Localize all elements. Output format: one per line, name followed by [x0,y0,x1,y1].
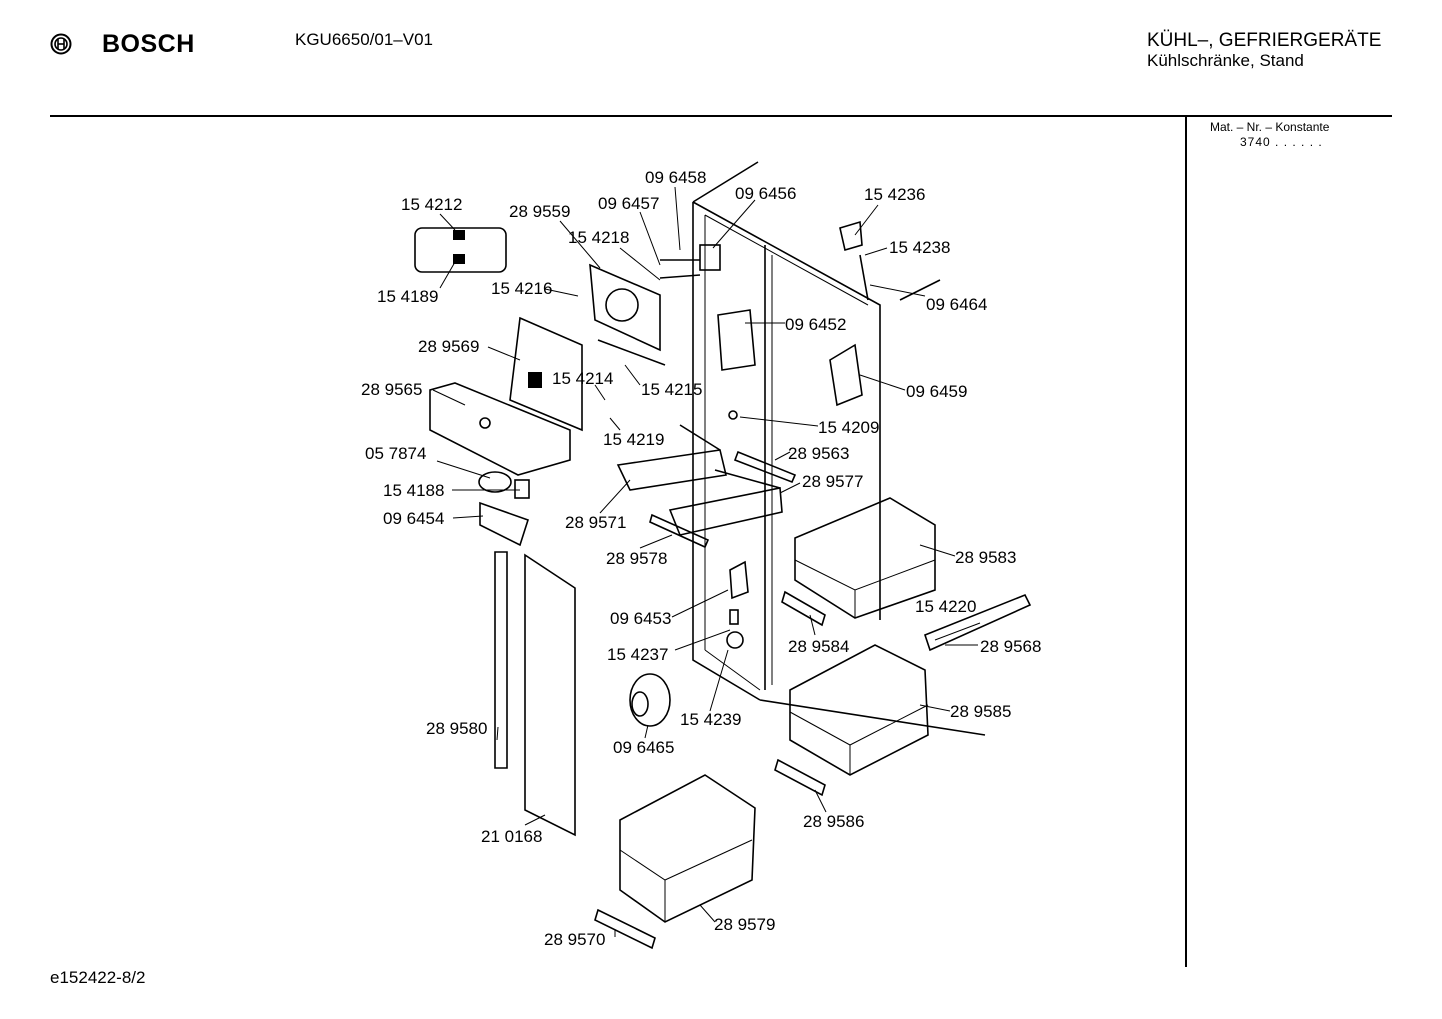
bosch-logo-icon [50,33,72,55]
part-label: 15 4216 [491,279,552,298]
sidebar-divider [1185,117,1187,967]
part-label: 09 6456 [735,184,796,203]
drawing-id: e152422-8/2 [50,968,146,987]
part-label: 28 9568 [980,637,1041,656]
part-label: 15 4219 [603,430,664,449]
part-label: 09 6465 [613,738,674,757]
part-label: 28 9586 [803,812,864,831]
part-label: 28 9559 [509,202,570,221]
part-label: 15 4239 [680,710,741,729]
part-label: 15 4215 [641,380,702,399]
brand-name: BOSCH [102,30,195,58]
part-label: 09 6464 [926,295,987,314]
part-label: 09 6458 [645,168,706,187]
part-label: 28 9569 [418,337,479,356]
part-label: 21 0168 [481,827,542,846]
part-label: 28 9578 [606,549,667,568]
part-label: 28 9583 [955,548,1016,567]
material-number-value: 3740 . . . . . . [1240,135,1323,149]
part-label: 09 6457 [598,194,659,213]
part-label: 09 6459 [906,382,967,401]
part-label: 28 9570 [544,930,605,949]
part-label: 05 7874 [365,444,426,463]
callout-leader-lines [432,186,981,937]
part-label: 15 4220 [915,597,976,616]
part-label: 09 6454 [383,509,444,528]
part-label: 28 9580 [426,719,487,738]
header-divider [50,115,1392,117]
part-label: 15 4236 [864,185,925,204]
part-label: 28 9585 [950,702,1011,721]
model-number: KGU6650/01–V01 [295,30,433,49]
part-number-labels: 15 4212 15 4189 28 9559 09 6457 15 4218 … [361,168,1041,949]
part-label: 15 4189 [377,287,438,306]
part-label: 28 9584 [788,637,849,656]
part-label: 28 9563 [788,444,849,463]
part-label: 28 9577 [802,472,863,491]
part-label: 09 6453 [610,609,671,628]
part-label: 28 9565 [361,380,422,399]
part-label: 09 6452 [785,315,846,334]
part-label: 15 4188 [383,481,444,500]
exploded-parts-diagram: 15 4212 15 4189 28 9559 09 6457 15 4218 … [361,161,1041,950]
category-title: KÜHL–, GEFRIERGERÄTE [1147,30,1382,51]
appliance-drawing [414,161,1032,950]
part-label: 15 4238 [889,238,950,257]
part-label: 28 9571 [565,513,626,532]
part-label: 15 4237 [607,645,668,664]
part-label: 15 4212 [401,195,462,214]
part-label: 15 4214 [552,369,613,388]
part-label: 15 4209 [818,418,879,437]
category-subtitle: Kühlschränke, Stand [1147,51,1304,70]
part-label: 28 9579 [714,915,775,934]
part-label: 15 4218 [568,228,629,247]
material-number-label: Mat. – Nr. – Konstante [1210,120,1330,134]
